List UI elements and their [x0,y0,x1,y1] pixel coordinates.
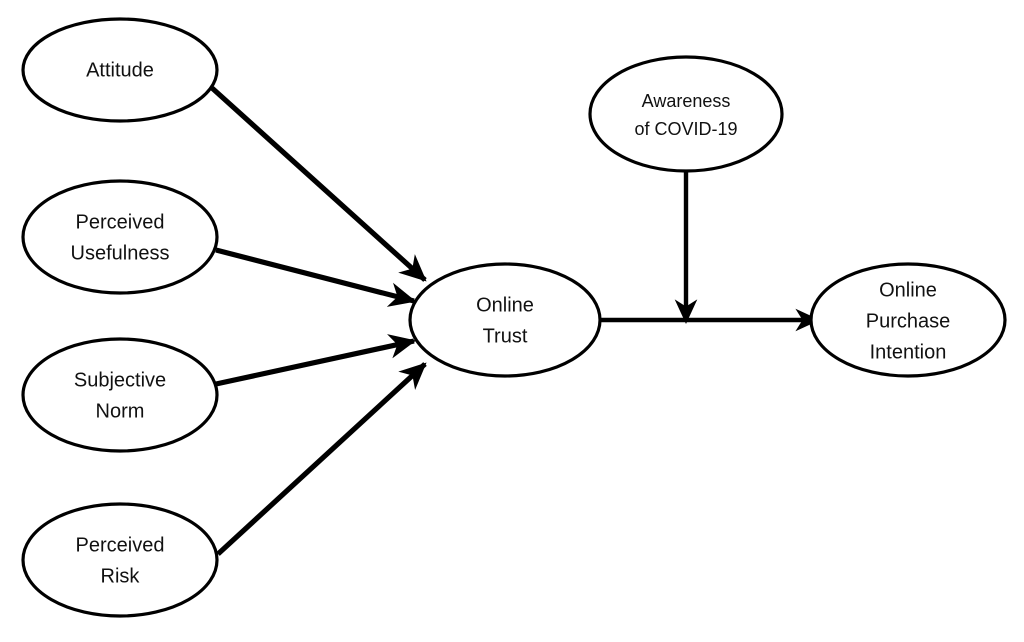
node-awareness-of-covid-19[interactable]: Awareness of COVID-19 [588,55,784,173]
node-online-trust[interactable]: Online Trust [408,262,602,378]
node-subjective-norm[interactable]: Subjective Norm [21,337,219,453]
edge-perceived-usefulness-to-online-trust [215,247,417,307]
node-perceived-risk[interactable]: Perceived Risk [21,502,219,618]
node-online-trust-shape[interactable] [408,262,602,378]
edge-perceived-risk-to-online-trust [216,362,427,556]
node-online-purchase-intention-shape[interactable] [809,262,1007,378]
node-subjective-norm-shape[interactable] [21,337,219,453]
node-perceived-risk-shape[interactable] [21,502,219,618]
edge-attitude-to-online-trust [210,86,427,282]
edge-layer [210,86,820,556]
node-perceived-usefulness[interactable]: Perceived Usefulness [21,179,219,295]
edge-subjective-norm-to-online-trust [215,334,417,387]
node-attitude[interactable]: Attitude [21,17,219,123]
node-online-purchase-intention[interactable]: Online Purchase Intention [809,262,1007,378]
node-perceived-usefulness-shape[interactable] [21,179,219,295]
node-awareness-of-covid-19-shape[interactable] [588,55,784,173]
node-attitude-shape[interactable] [21,17,219,123]
